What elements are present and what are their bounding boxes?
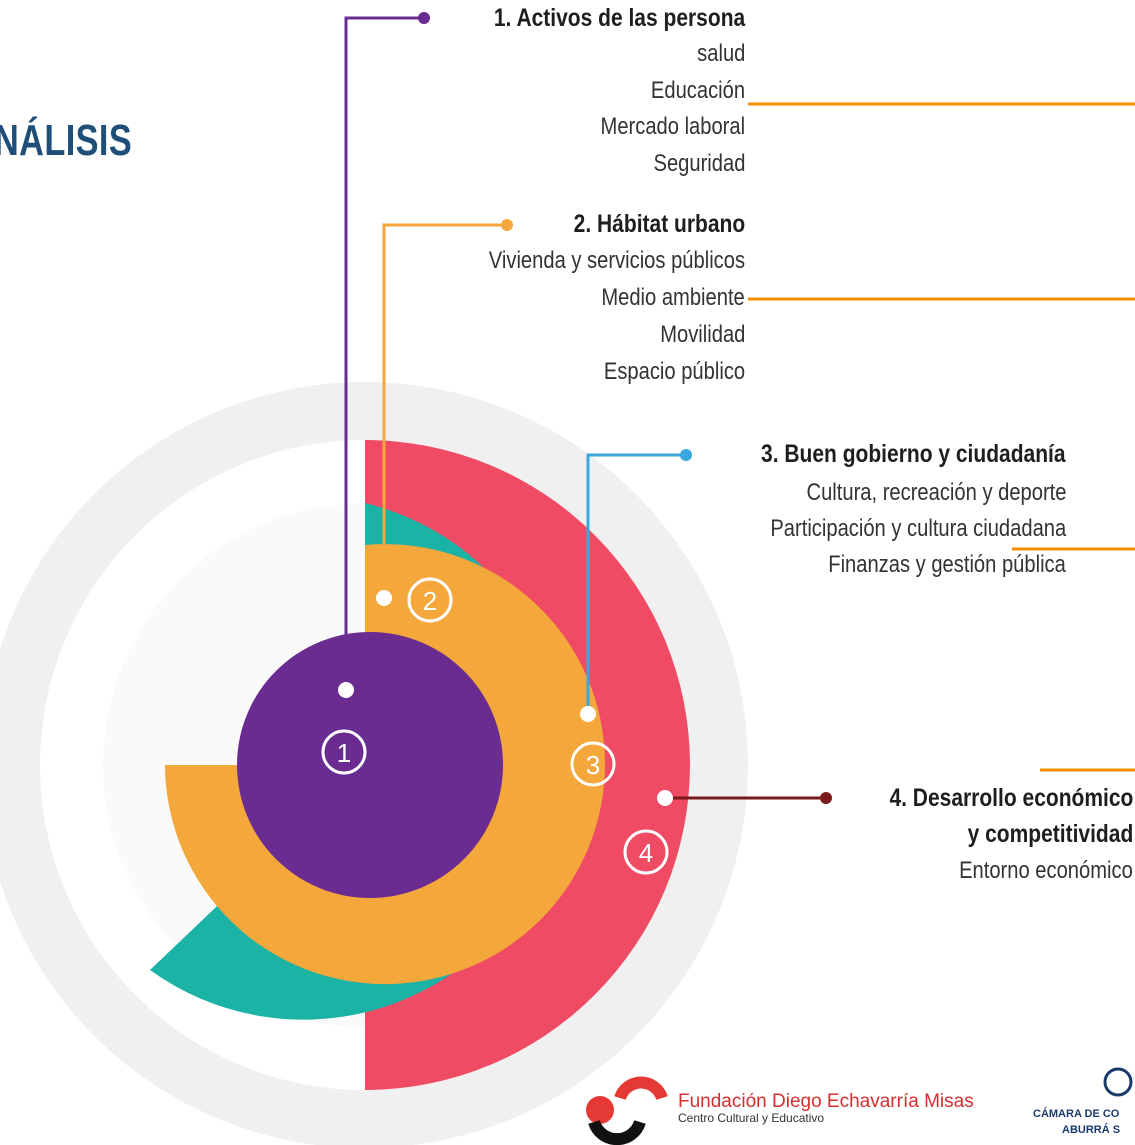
section-4-header-line-2: y competitividad bbox=[967, 820, 1133, 848]
fdem-subtitle: Centro Cultural y Educativo bbox=[678, 1111, 825, 1125]
badge-4-ring bbox=[623, 829, 669, 875]
badge-3-number: 3 bbox=[586, 750, 600, 780]
connector-4-dot bbox=[820, 792, 832, 804]
fdem-logo-arc bbox=[614, 1076, 668, 1101]
connector-3-anchor bbox=[580, 706, 596, 722]
connector-3 bbox=[586, 453, 686, 714]
connector-1-anchor bbox=[338, 682, 354, 698]
section-4-header-line-1: 4. Desarrollo económico bbox=[889, 784, 1133, 812]
camara-logo-icon bbox=[1103, 1067, 1133, 1097]
connector-2 bbox=[382, 223, 507, 598]
badge-4-number: 4 bbox=[639, 838, 653, 868]
camara-name-line-2: ABURRÁ S bbox=[1062, 1124, 1121, 1136]
connector-1-dot bbox=[418, 12, 430, 24]
connector-4-anchor bbox=[657, 790, 673, 806]
connector-3-dot bbox=[680, 449, 692, 461]
section-3-item-2: Participación y cultura ciudadana bbox=[770, 515, 1066, 542]
page-title: NÁLISIS bbox=[0, 116, 133, 165]
badge-1-ring bbox=[321, 729, 367, 775]
section-4-item-1: Entorno económico bbox=[959, 857, 1133, 884]
section-1-header: 1. Activos de las persona bbox=[493, 4, 745, 32]
purple-core bbox=[237, 632, 503, 898]
section-2-item-2: Medio ambiente bbox=[601, 284, 745, 311]
fdem-logo-arc-dark bbox=[588, 1119, 646, 1145]
badge-1-number: 1 bbox=[337, 738, 351, 768]
connector-1 bbox=[344, 16, 424, 690]
section-3-item-1: Cultura, recreación y deporte bbox=[806, 479, 1066, 506]
fdem-logo-icon bbox=[586, 1096, 614, 1124]
connector-2-anchor bbox=[376, 590, 392, 606]
section-2-item-1: Vivienda y servicios públicos bbox=[488, 247, 745, 274]
section-1-item-2: Educación bbox=[650, 77, 745, 104]
section-2-item-3: Movilidad bbox=[659, 321, 745, 348]
section-1-item-4: Seguridad bbox=[653, 150, 745, 177]
section-1-item-3: Mercado laboral bbox=[600, 113, 745, 140]
section-1-item-1: salud bbox=[696, 40, 745, 67]
section-3-item-3: Finanzas y gestión pública bbox=[828, 551, 1066, 578]
section-2-header: 2. Hábitat urbano bbox=[573, 210, 745, 238]
section-2-item-4: Espacio público bbox=[603, 358, 745, 385]
section-3-header: 3. Buen gobierno y ciudadanía bbox=[761, 440, 1066, 468]
connector-2-dot bbox=[501, 219, 513, 231]
camara-name-line-1: CÁMARA DE CO bbox=[1033, 1108, 1120, 1120]
badge-2-number: 2 bbox=[423, 586, 437, 616]
outer-gray-ring bbox=[0, 382, 748, 1145]
badge-2-ring bbox=[407, 577, 453, 623]
badge-3-ring bbox=[570, 741, 616, 787]
fdem-name: Fundación Diego Echavarría Misas bbox=[678, 1091, 974, 1112]
